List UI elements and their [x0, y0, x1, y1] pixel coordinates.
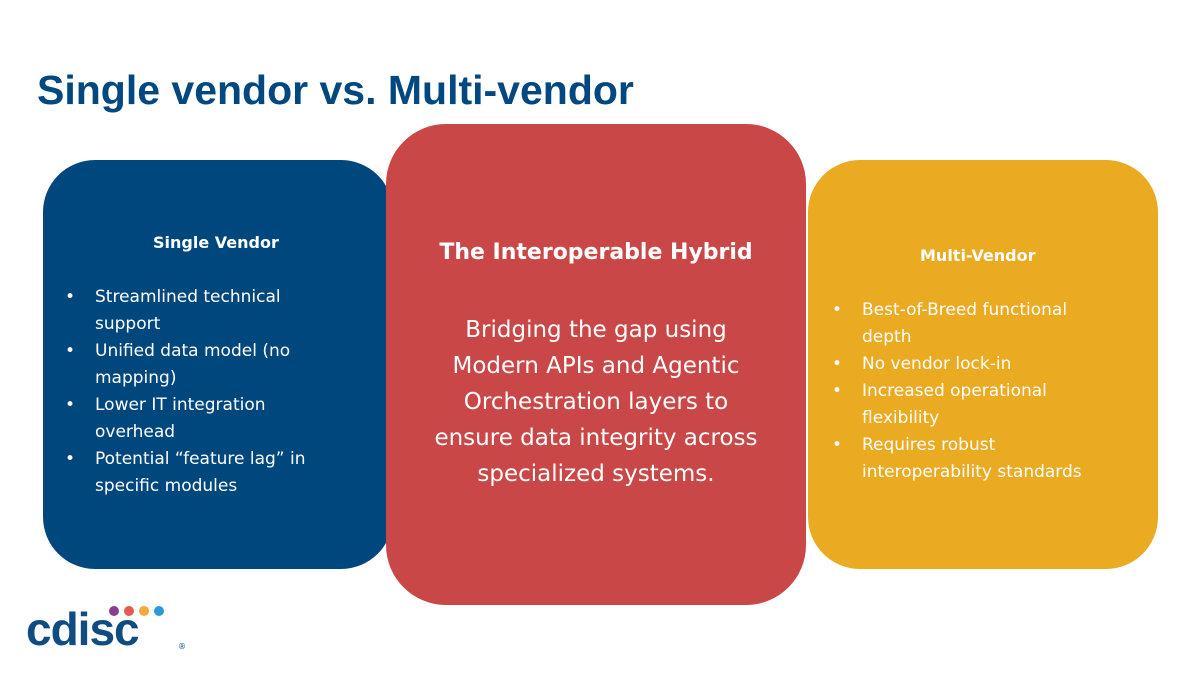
multi-vendor-bullet: Requires robust interoperability standar…: [832, 432, 1132, 486]
cdisc-logo: cdisc ®: [26, 600, 196, 660]
multi-vendor-bullets: Best-of-Breed functional depth No vendor…: [832, 297, 1132, 486]
logo-dot: [154, 606, 164, 616]
multi-vendor-card: Multi-Vendor Best-of-Breed functional de…: [808, 160, 1158, 569]
single-vendor-bullet: Lower IT integration overhead: [65, 392, 365, 446]
single-vendor-bullets: Streamlined technical support Unified da…: [65, 284, 365, 500]
logo-registered-mark: ®: [178, 642, 186, 651]
logo-dot: [139, 606, 149, 616]
multi-vendor-bullet: No vendor lock-in: [832, 351, 1132, 378]
single-vendor-card: Single Vendor Streamlined technical supp…: [43, 160, 393, 569]
hybrid-body: Bridging the gap using Modern APIs and A…: [434, 317, 758, 487]
interoperable-hybrid-card: The Interoperable Hybrid Bridging the ga…: [386, 124, 806, 605]
hybrid-heading: The Interoperable Hybrid: [439, 240, 753, 265]
logo-dot: [109, 606, 119, 616]
single-vendor-heading: Single Vendor: [153, 233, 279, 252]
single-vendor-bullet: Streamlined technical support: [65, 284, 365, 338]
slide-title: Single vendor vs. Multi-vendor: [37, 67, 634, 113]
multi-vendor-bullet: Best-of-Breed functional depth: [832, 297, 1132, 351]
multi-vendor-heading: Multi-Vendor: [920, 246, 1036, 265]
logo-dot: [124, 606, 134, 616]
single-vendor-bullet: Unified data model (no mapping): [65, 338, 365, 392]
logo-wordmark: cdisc: [26, 603, 140, 655]
multi-vendor-bullet: Increased operational flexibility: [832, 378, 1132, 432]
single-vendor-bullet: Potential “feature lag” in specific modu…: [65, 446, 365, 500]
